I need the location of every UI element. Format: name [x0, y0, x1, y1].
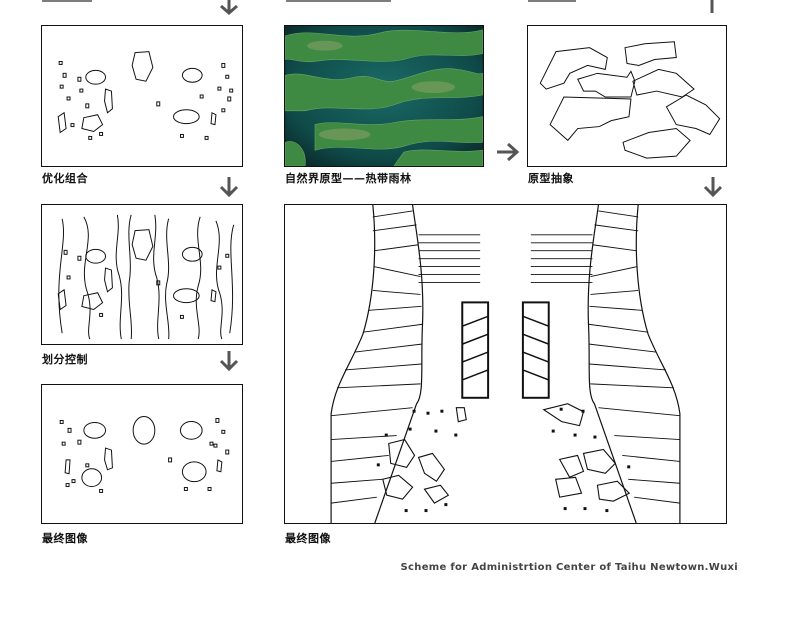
site-plan-drawing — [330, 205, 681, 523]
caption-prototype-abstraction: 原型抽象 — [528, 172, 574, 185]
caption-final-image-main: 最终图像 — [285, 532, 331, 545]
arrow-down-icon — [703, 177, 723, 198]
caption-divide-control: 划分控制 — [42, 353, 88, 366]
panel-optimize-combination — [41, 25, 243, 167]
arrow-right-icon — [497, 142, 520, 162]
arrow-down-icon — [219, 351, 239, 372]
rainforest-aerial-photo — [285, 26, 483, 166]
panel-divide-control — [41, 204, 243, 345]
arrow-down-icon — [219, 177, 239, 198]
caption-optimize-combination: 优化组合 — [42, 172, 88, 185]
cropped-caption-1 — [42, 0, 92, 2]
cropped-caption-3 — [528, 0, 576, 2]
panel-final-image-left — [41, 384, 243, 524]
caption-natural-prototype: 自然界原型——热带雨林 — [285, 172, 412, 185]
arrow-stub-icon — [710, 0, 714, 13]
abstract-polygons — [539, 41, 721, 159]
panel-prototype-abstraction — [527, 25, 727, 167]
panel-final-image-main — [284, 204, 727, 524]
cropped-caption-2 — [286, 0, 391, 2]
blob-diagram-final — [59, 416, 230, 493]
caption-final-image-left: 最终图像 — [42, 532, 88, 545]
contour-diagram — [57, 214, 235, 340]
footer-title: Scheme for Administrtion Center of Taihu… — [400, 562, 738, 573]
arrow-down-icon — [220, 0, 238, 15]
blob-diagram — [57, 51, 234, 140]
panel-natural-prototype — [284, 25, 484, 167]
